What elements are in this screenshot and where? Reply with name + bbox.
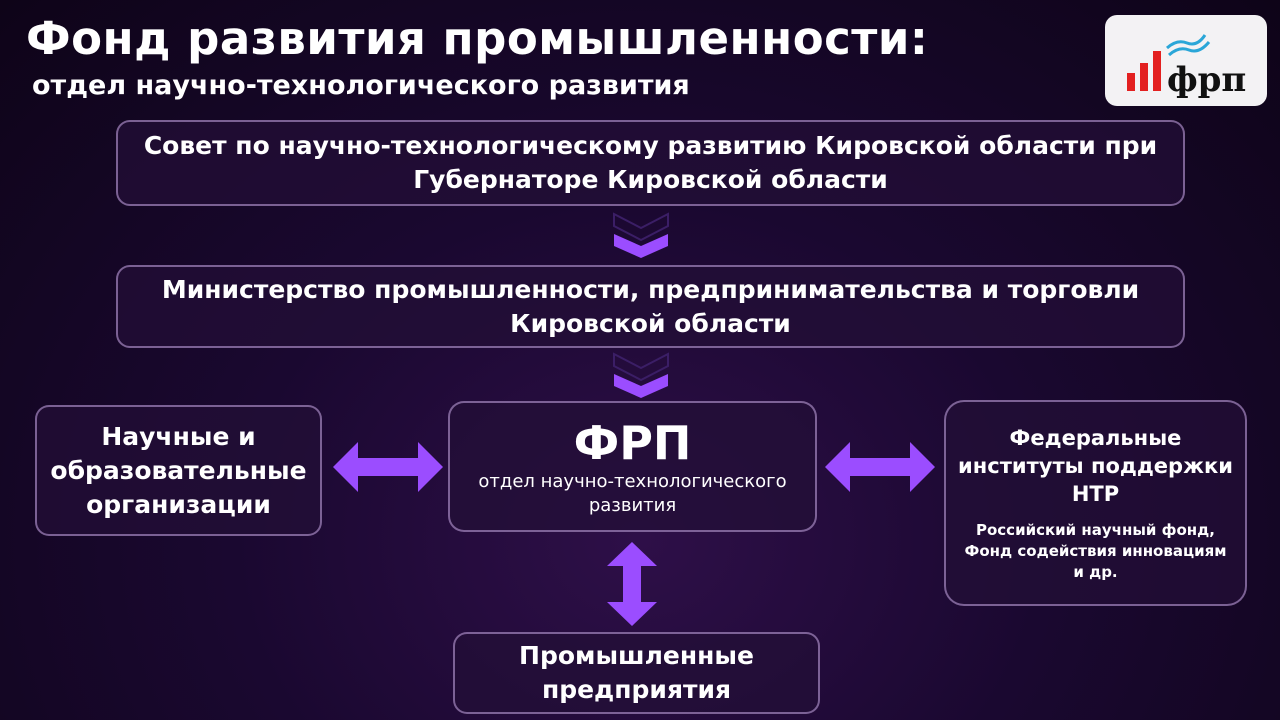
frp-box: ФРП отдел научно-технологического развит… xyxy=(448,401,817,532)
federal-box: Федеральные институты поддержки НТР Росс… xyxy=(944,400,1247,606)
logo-icon: фрп xyxy=(1127,34,1246,100)
frp-line2: развития xyxy=(588,494,677,516)
science-box: Научные и образовательные организации xyxy=(35,405,322,536)
frp-line1: отдел научно-технологического xyxy=(478,470,787,492)
double-arrow-horizontal-icon xyxy=(333,442,443,492)
industry-line1: Промышленные xyxy=(519,641,754,670)
federal-line1: Федеральные xyxy=(1009,425,1182,450)
science-line3: организации xyxy=(86,489,271,519)
council-box: Совет по научно-технологическому развити… xyxy=(116,120,1185,206)
federal-sub2: Фонд содействия инновациям xyxy=(964,541,1227,560)
chevron-down-icon xyxy=(613,352,669,398)
federal-line2: институты поддержки xyxy=(958,453,1233,478)
svg-text:фрп: фрп xyxy=(1167,60,1246,100)
ministry-line2: Кировской области xyxy=(510,308,791,338)
page-title: Фонд развития промышленности: xyxy=(26,12,929,65)
industry-box: Промышленные предприятия xyxy=(453,632,820,714)
federal-sub3: и др. xyxy=(1073,562,1118,581)
council-line2: Губернаторе Кировской области xyxy=(413,165,888,194)
frp-logo: фрп xyxy=(1105,15,1267,106)
industry-line2: предприятия xyxy=(541,675,732,704)
science-line2: образовательные xyxy=(50,455,307,485)
council-line1: Совет по научно-технологическому развити… xyxy=(143,131,1158,160)
chevron-down-icon xyxy=(613,212,669,258)
federal-sub1: Российский научный фонд, xyxy=(975,520,1215,539)
ministry-line1: Министерство промышленности, предпринима… xyxy=(161,274,1140,304)
federal-line3: НТР xyxy=(1071,481,1120,506)
ministry-box: Министерство промышленности, предпринима… xyxy=(116,265,1185,348)
frp-name: ФРП xyxy=(573,415,692,470)
page-subtitle: отдел научно-технологического развития xyxy=(32,70,690,101)
double-arrow-vertical-icon xyxy=(607,542,657,626)
double-arrow-horizontal-icon xyxy=(825,442,935,492)
science-line1: Научные и xyxy=(101,421,256,451)
